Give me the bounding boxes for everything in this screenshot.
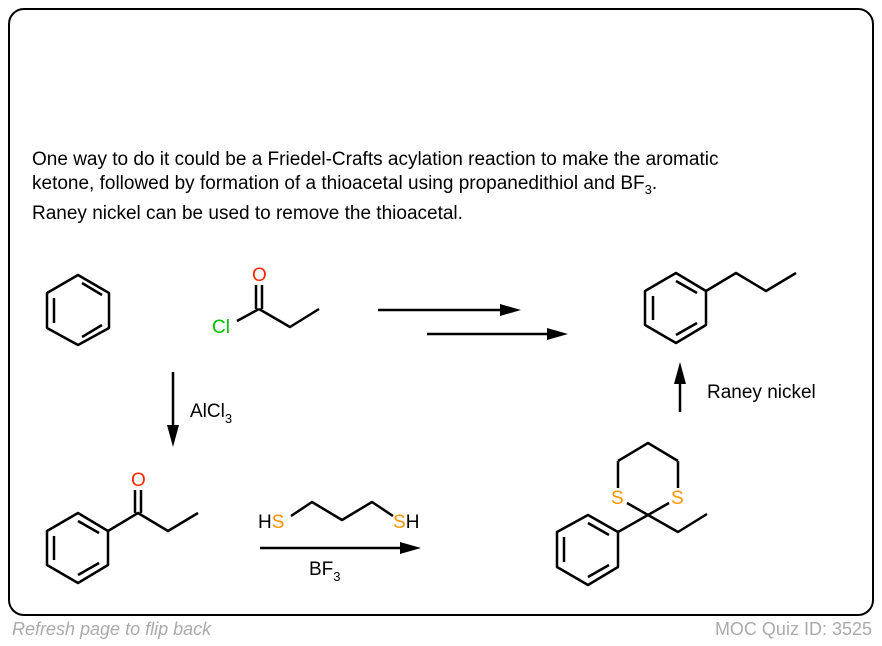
propanoyl-chloride: Cl O <box>212 265 320 338</box>
quiz-id: MOC Quiz ID: 3525 <box>714 619 872 639</box>
chlorine-atom: Cl <box>212 317 230 338</box>
sulfur-atom: S <box>671 488 684 509</box>
subscript: 3 <box>644 181 652 197</box>
propiophenone: O <box>45 470 199 585</box>
flip-back-hint: Refresh page to flip back <box>12 619 212 639</box>
answer-line-1: One way to do it could be a Friedel-Craf… <box>32 149 719 170</box>
period: . <box>651 173 658 194</box>
thioacetal-step: HS SH BF3 <box>258 500 421 584</box>
answer-line-2-text: ketone, followed by formation of a thioa… <box>32 173 645 194</box>
oxygen-atom: O <box>252 265 267 286</box>
benzene <box>45 273 111 347</box>
propylbenzene <box>643 271 797 345</box>
bf3-reagent: BF3 <box>309 559 341 584</box>
alcl3-reagent: AlCl3 <box>190 401 232 426</box>
target-arrows <box>378 304 568 340</box>
dithiane: S S <box>555 441 708 587</box>
answer-text: One way to do it could be a Friedel-Craf… <box>32 148 852 226</box>
sulfur-atom: S <box>611 488 624 509</box>
oxygen-atom: O <box>131 470 146 491</box>
raney-nickel-arrow: Raney nickel <box>674 362 816 412</box>
acylation-arrow: AlCl3 <box>167 372 232 447</box>
propanedithiol-end: SH <box>393 512 419 533</box>
quiz-card[interactable] <box>8 8 874 616</box>
answer-line-3: Raney nickel can be used to remove the t… <box>32 202 463 224</box>
propanedithiol: HS <box>258 512 284 533</box>
raney-nickel-reagent: Raney nickel <box>707 382 816 403</box>
answer-line-2: ketone, followed by formation of a thioa… <box>32 172 852 202</box>
